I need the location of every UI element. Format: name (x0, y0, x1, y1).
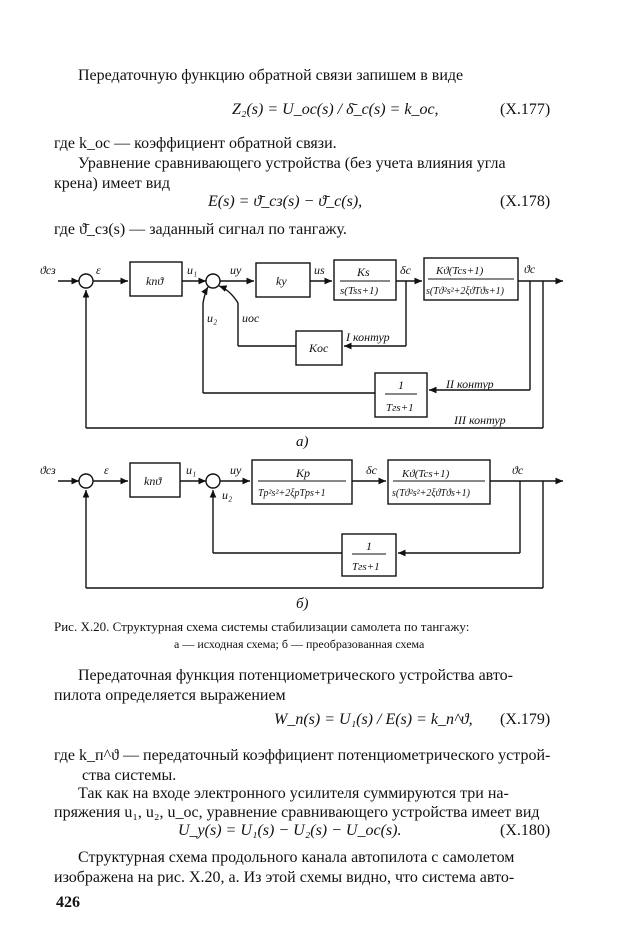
figure-label-b: б) (296, 596, 309, 612)
label-plant-num: Kϑ(Tcs+1) (435, 265, 484, 277)
label-plant-num-b: Kϑ(Tcs+1) (401, 468, 450, 480)
label-contour1: I контур (345, 330, 390, 344)
block-plant-a (423, 257, 519, 301)
block-koc (295, 330, 343, 366)
summing-junction-2 (205, 273, 221, 289)
paragraph-line: изображена на рис. X.20, а. Из этой схем… (54, 869, 515, 886)
block-plant-b (387, 459, 491, 505)
label-uy-b: uy (230, 463, 242, 477)
paragraph-line: пряжения u₁, u₂, u_oc, уравнение сравнив… (54, 804, 540, 821)
equation-number: (X.178) (500, 193, 551, 210)
label-output: ϑc (524, 262, 536, 276)
label-ky: ky (276, 274, 287, 288)
paragraph-line: Передаточная функция потенциометрическог… (78, 667, 513, 684)
label-plant-den-b: s(Tϑ²s²+2ξϑTϑs+1) (392, 488, 471, 499)
label-ks-den: s(Tss+1) (340, 285, 379, 297)
label-input: ϑсз (40, 263, 56, 277)
label-input-b: ϑсз (40, 463, 56, 477)
summing-junction-2-b (205, 473, 221, 489)
label-kp: kпϑ (146, 274, 164, 288)
figure-label-a: а) (296, 434, 309, 450)
page-number: 426 (56, 894, 80, 911)
block-p (251, 459, 353, 505)
label-contour2: II контур (445, 377, 494, 391)
paragraph-line: ства системы. (82, 767, 177, 784)
label-delta: δc (400, 263, 412, 277)
block-tf-a (374, 372, 428, 418)
label-uoc: uoc (242, 311, 260, 325)
equation-x177: Z₂(s) = U_oc(s) / δ̄_c(s) = k_oc, (232, 101, 439, 118)
label-contour3: III контур (453, 413, 506, 427)
label-output-b: ϑc (512, 463, 524, 477)
figure-caption: а — исходная схема; б — преобразованная … (174, 637, 425, 651)
label-u1: u₁ (187, 263, 197, 277)
block-kp-b (129, 462, 181, 498)
paragraph-line: Уравнение сравнивающего устройства (без … (78, 155, 506, 172)
paragraph-line: Структурная схема продольного канала авт… (78, 849, 515, 866)
label-u1-b: u₁ (186, 463, 196, 477)
paragraph-line: пилота определяется выражением (54, 687, 286, 704)
label-tf-den-b: Tгs+1 (352, 561, 380, 573)
equation-number: (X.180) (500, 822, 551, 839)
equation-x179: W_п(s) = U₁(s) / E(s) = k_п^ϑ, (274, 711, 473, 728)
label-tf-num: 1 (398, 378, 404, 392)
paragraph-line: Так как на входе электронного усилителя … (78, 785, 509, 802)
label-tf-num-b: 1 (366, 539, 372, 553)
paragraph-line: где k_п^ϑ — передаточный коэффициент пот… (54, 747, 551, 764)
equation-x180: U_y(s) = U₁(s) − U₂(s) − U_oc(s). (178, 822, 402, 839)
label-p-den: Tp²s²+2ξpTps+1 (258, 488, 326, 499)
label-eps-b: ε (104, 463, 109, 477)
paragraph-line: где ϑ̄_cз(s) — заданный сигнал по тангаж… (54, 221, 347, 238)
label-uy: uy (230, 263, 242, 277)
equation-x178: E(s) = ϑ̄_cз(s) − ϑ̄_c(s), (208, 193, 363, 210)
label-kp-b: kпϑ (144, 474, 162, 488)
label-u2-b: u₂ (222, 488, 232, 502)
label-plant-den: s(Tϑ²s²+2ξϑTϑs+1) (426, 286, 505, 297)
summing-junction-1 (78, 273, 94, 289)
block-tf-b (341, 533, 397, 577)
label-p-num: Kp (295, 466, 310, 480)
paragraph-line: Передаточную функцию обратной связи запи… (78, 67, 464, 84)
paragraph-line: крена) имеет вид (54, 175, 171, 192)
label-tf-den: Tгs+1 (386, 402, 414, 414)
label-u2: u₂ (207, 311, 217, 325)
block-kp (129, 261, 183, 297)
paragraph-line: где k_oc — коэффициент обратной связи. (54, 135, 337, 152)
equation-number: (X.177) (500, 101, 551, 118)
label-koc: Koc (308, 341, 329, 355)
equation-number: (X.179) (500, 711, 551, 728)
label-us: us (314, 263, 325, 277)
summing-junction-1-b (78, 473, 94, 489)
block-ks (333, 259, 397, 301)
figure-caption: Рис. X.20. Структурная схема системы ста… (54, 619, 470, 634)
block-ky (255, 262, 311, 298)
label-ks-num: Ks (356, 265, 370, 279)
label-delta-b: δc (366, 463, 378, 477)
label-eps: ε (96, 263, 101, 277)
